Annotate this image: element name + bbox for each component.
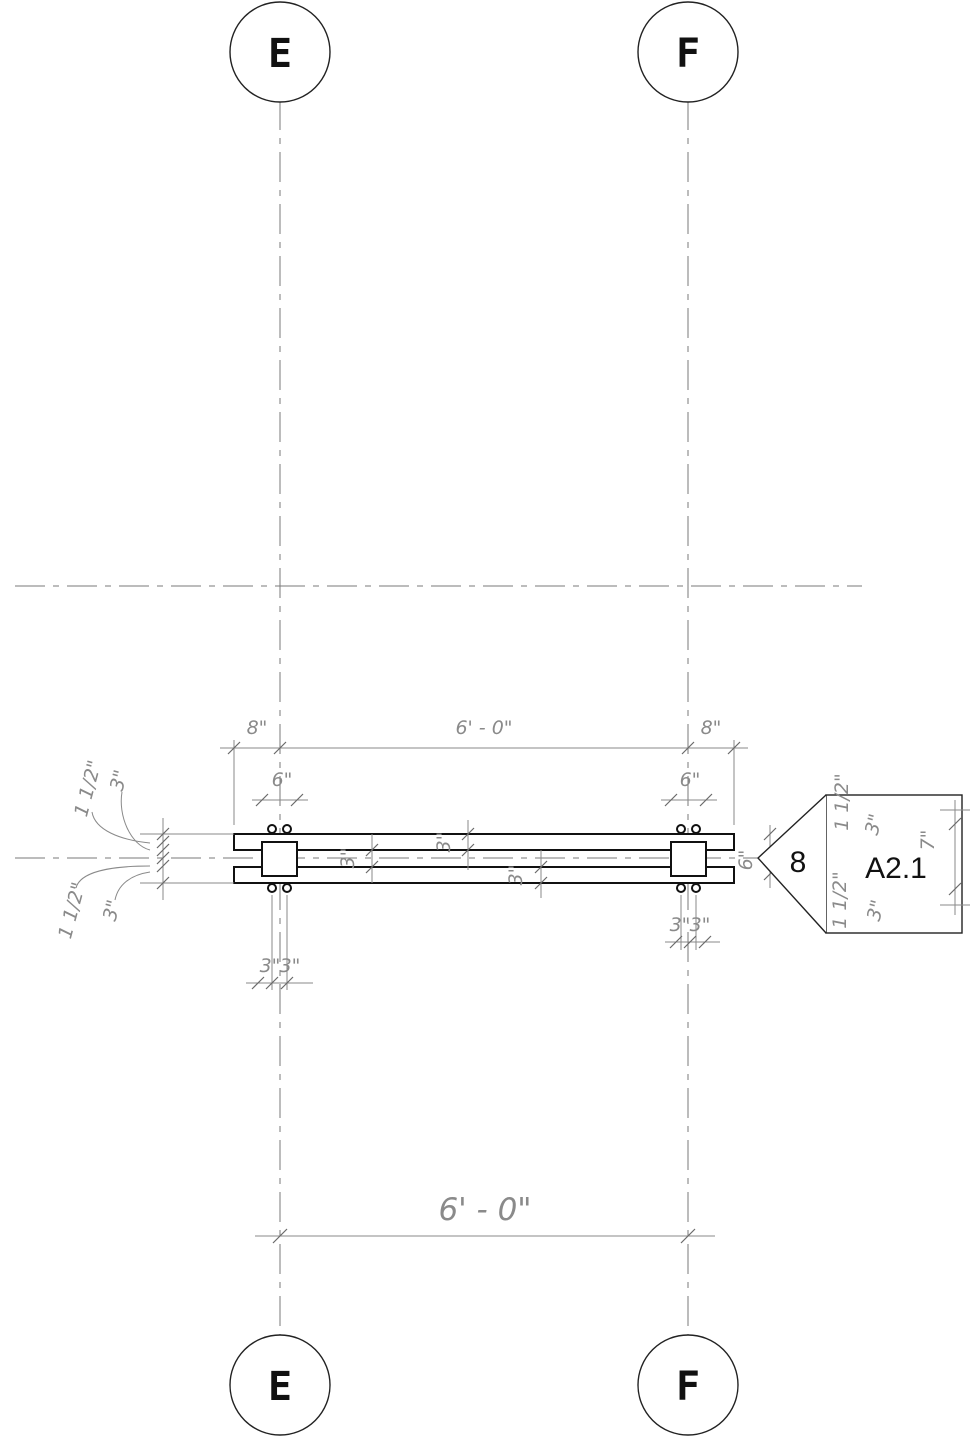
dim-right-bolt-a: 3": [670, 914, 691, 936]
section-tag-arrow: [757, 794, 827, 934]
grid-bubble-top-f: F: [637, 1, 739, 103]
dim-left-stack-bot-b: 3": [99, 898, 126, 924]
dim-left-stack-bot-a: 1 1/2": [54, 880, 90, 941]
dim-depth-right: 3": [505, 865, 527, 886]
section-tag-dim-bot-a: 1 1/2": [829, 871, 851, 928]
dim-bolt-spacing: 3" 3" 3" 3": [246, 895, 720, 990]
beam-assembly: [233, 824, 735, 893]
grid-bubble-top-e: E: [229, 1, 331, 103]
section-tag-sheet: A2.1: [865, 852, 927, 885]
dim-grid-span-label: 6' - 0": [438, 1192, 531, 1228]
dim-depth-mid: 3": [433, 832, 455, 853]
section-tag-dim-top-a: 1 1/2": [831, 773, 853, 830]
dim-right-bolt-b: 3": [690, 914, 711, 936]
dim-depths: 3" 3" 3": [337, 820, 548, 898]
dim-left-stack-top-a: 1 1/2": [70, 758, 106, 819]
section-tag-number: 8: [790, 846, 807, 879]
dim-string-top: 8" 6' - 0" 8": [220, 717, 748, 825]
bolts-right: [676, 824, 701, 893]
bolts-left: [267, 824, 292, 893]
section-tag-dim-right: 7": [917, 830, 939, 851]
grid-bubble-bottom-e: E: [229, 1334, 331, 1436]
dim-grid-span: 6' - 0": [255, 1192, 715, 1244]
grid-bubble-bottom-f: F: [637, 1334, 739, 1436]
grid-label-bottom-f: F: [676, 1364, 700, 1410]
grid-label-top-e: E: [268, 31, 292, 77]
dim-main-span: 6' - 0": [455, 717, 512, 739]
post-right: [670, 841, 707, 877]
dim-section-depth-label: 6": [735, 850, 757, 871]
dim-left-post: 6": [272, 769, 293, 791]
dim-left-bolt-a: 3": [260, 955, 281, 977]
bottom-plate: [233, 866, 735, 884]
section-tag: 8 A2.1 1 1/2" 3" 7" 1 1/2" 3": [757, 773, 970, 934]
top-plate: [233, 833, 735, 851]
grid-label-bottom-e: E: [268, 1364, 292, 1410]
grid-label-top-f: F: [676, 31, 700, 77]
dim-left-stack: 1 1/2" 3" 1 1/2" 3": [54, 758, 234, 941]
dim-post-widths: 6" 6": [252, 769, 717, 807]
dim-depth-left: 3": [337, 848, 359, 869]
dim-left-overhang: 8": [247, 717, 268, 739]
dim-right-post: 6": [680, 769, 701, 791]
post-left: [261, 841, 298, 877]
dim-left-stack-top-b: 3": [106, 768, 133, 794]
dim-left-bolt-b: 3": [280, 955, 301, 977]
dim-right-overhang: 8": [701, 717, 722, 739]
